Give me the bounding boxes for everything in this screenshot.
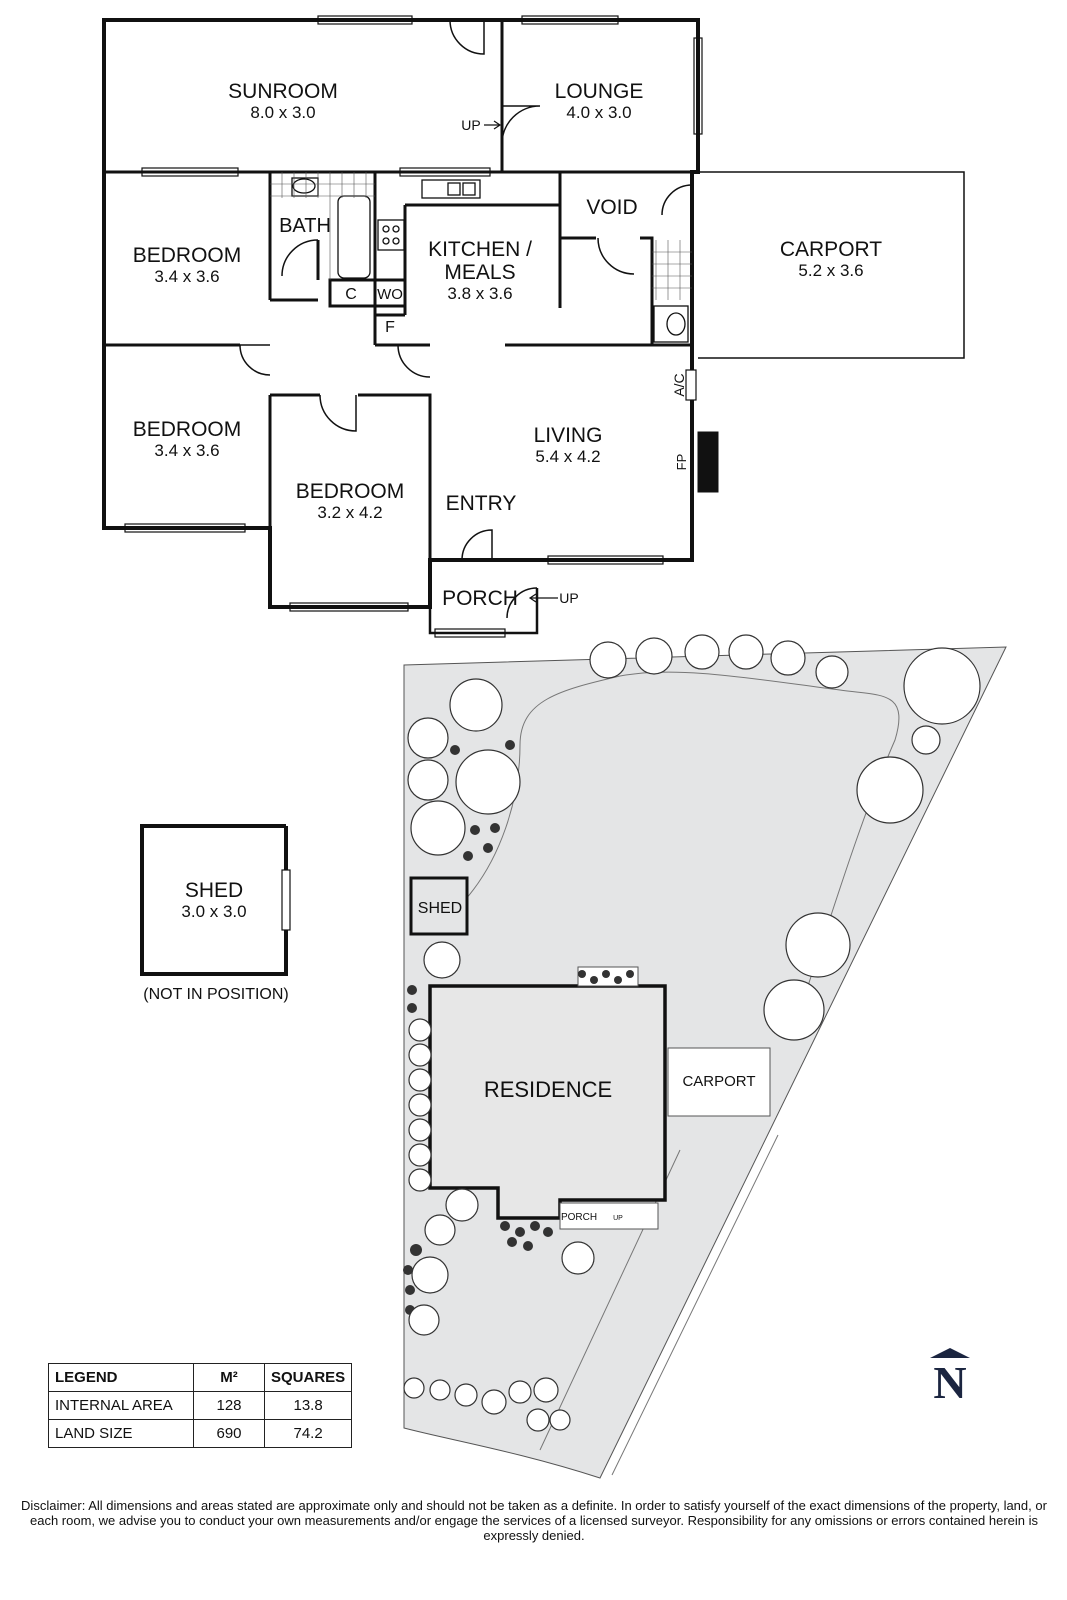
legend-header-row: LEGEND M² SQUARES <box>48 1363 353 1392</box>
legend-header-m2: M² <box>193 1363 265 1392</box>
carport-dims: 5.2 x 3.6 <box>798 261 863 280</box>
legend-header-squares: SQUARES <box>263 1363 353 1392</box>
void-name: VOID <box>586 196 637 219</box>
toilet-laundry <box>653 305 689 343</box>
legend-row-squares: 74.2 <box>263 1419 353 1448</box>
sink <box>421 179 481 199</box>
site-residence-label: RESIDENCE <box>484 1077 612 1102</box>
lounge-dims: 4.0 x 3.0 <box>566 103 631 122</box>
bedroom2-name: BEDROOM <box>133 418 242 441</box>
door-swings <box>239 19 693 619</box>
wall-void <box>560 236 654 345</box>
site-plan <box>403 634 1007 1479</box>
wall-bath <box>270 172 407 345</box>
site-carport-label: CARPORT <box>682 1073 755 1090</box>
windows <box>124 15 703 638</box>
legend-row-m2: 690 <box>193 1419 265 1448</box>
shed-name: SHED <box>185 879 243 902</box>
kitchen-name: KITCHEN / <box>428 238 532 261</box>
kitchen-dims: 3.8 x 3.6 <box>447 284 512 303</box>
cupboard-label: C <box>345 286 357 303</box>
bath-name: BATH <box>279 215 331 237</box>
up-arrow-lounge <box>484 120 502 130</box>
legend-row: INTERNAL AREA 128 13.8 <box>48 1391 353 1420</box>
ac-label: A/C <box>671 373 687 396</box>
sunroom-dims: 8.0 x 3.0 <box>250 103 315 122</box>
living-name: LIVING <box>534 424 603 447</box>
fixtures <box>291 177 689 343</box>
wall-bedroom3 <box>270 393 432 560</box>
shed-plan <box>140 824 291 976</box>
north-compass: N <box>928 1348 972 1408</box>
bedroom3-dims: 3.2 x 4.2 <box>317 503 382 522</box>
floor-plan-labels: SUNROOM 8.0 x 3.0 LOUNGE 4.0 x 3.0 BEDRO… <box>133 80 883 610</box>
legend-row-label: INTERNAL AREA <box>48 1391 194 1420</box>
site-plan-labels: SHED RESIDENCE CARPORT PORCH UP <box>418 900 756 1223</box>
shed-wall <box>140 824 288 976</box>
up-label-porch: UP <box>559 590 578 606</box>
up-arrow-porch <box>528 593 558 603</box>
shed-dims: 3.0 x 3.0 <box>181 902 246 921</box>
shed-note: (NOT IN POSITION) <box>143 986 288 1003</box>
fp-label: FP <box>674 454 689 471</box>
bedroom3-name: BEDROOM <box>296 480 405 503</box>
site-up-label: UP <box>613 1215 623 1222</box>
fireplace <box>697 431 719 493</box>
basin <box>292 178 316 194</box>
carport-name: CARPORT <box>780 238 882 261</box>
sunroom-name: SUNROOM <box>228 80 338 103</box>
residence-footprint <box>428 984 667 1220</box>
site-shed <box>409 876 469 936</box>
ac-unit <box>685 369 697 401</box>
site-shed-label: SHED <box>418 900 462 917</box>
lounge-name: LOUNGE <box>555 80 644 103</box>
bedroom1-dims: 3.4 x 3.6 <box>154 267 219 286</box>
wall-porch <box>428 558 539 635</box>
wo-label: WO <box>377 286 403 303</box>
wall-kitchen <box>375 172 692 347</box>
bedroom2-dims: 3.4 x 3.6 <box>154 441 219 460</box>
floor-plan <box>102 15 965 638</box>
cooktop <box>377 219 405 251</box>
site-porch-label: PORCH <box>561 1212 597 1223</box>
carport-outline <box>698 171 965 359</box>
porch-name: PORCH <box>442 587 518 610</box>
bedroom1-name: BEDROOM <box>133 244 242 267</box>
site-carport <box>667 1047 771 1117</box>
legend-row-label: LAND SIZE <box>48 1419 194 1448</box>
shrubs <box>403 740 634 1315</box>
trees <box>403 634 981 1432</box>
shed-plan-labels: SHED 3.0 x 3.0 (NOT IN POSITION) <box>143 879 288 1003</box>
legend-row-m2: 128 <box>193 1391 265 1420</box>
legend-header-label: LEGEND <box>48 1363 194 1392</box>
north-label: N <box>933 1357 967 1408</box>
fridge-label: F <box>385 319 395 336</box>
tile-grids <box>270 172 692 300</box>
entry-name: ENTRY <box>446 492 517 515</box>
bath-tub <box>337 195 371 279</box>
legend-row-squares: 13.8 <box>263 1391 353 1420</box>
disclaimer-text: Disclaimer: All dimensions and areas sta… <box>21 1498 1047 1543</box>
legend-row: LAND SIZE 690 74.2 <box>48 1419 353 1448</box>
site-porch <box>559 1202 659 1230</box>
legend-table: LEGEND M² SQUARES INTERNAL AREA 128 13.8… <box>48 1363 353 1448</box>
living-dims: 5.4 x 4.2 <box>535 447 600 466</box>
north-arrow-icon <box>930 1348 970 1358</box>
kitchen-name2: MEALS <box>444 261 515 284</box>
up-label-lounge: UP <box>461 117 480 133</box>
